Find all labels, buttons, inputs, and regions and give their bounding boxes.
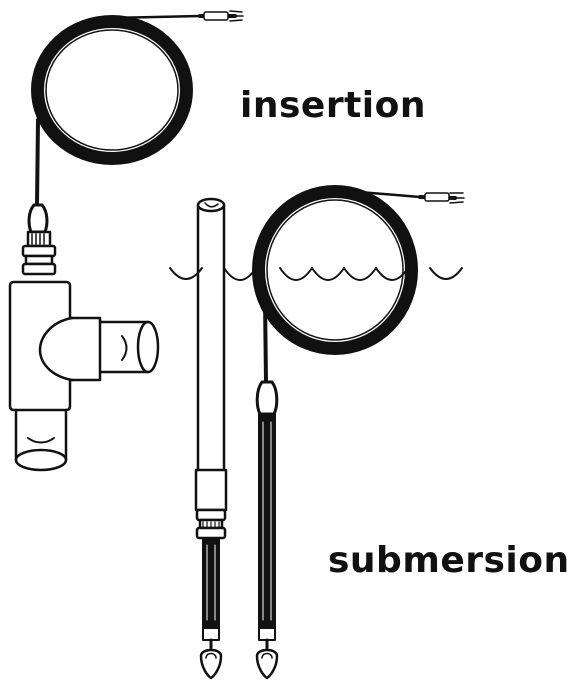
insertion-cable-drop (35, 118, 40, 207)
insertion-label: insertion (240, 85, 426, 126)
submersion-cable-lead (333, 188, 465, 204)
water-surface (169, 267, 463, 281)
insertion-cable-coil (31, 15, 193, 165)
submersion-label: submersion (328, 540, 567, 581)
insertion-cable-lead (110, 10, 244, 22)
insertion-tee-fitting (8, 280, 160, 472)
submersion-cable-sensor (252, 185, 465, 680)
submersion-pole-sensor (194, 197, 228, 680)
insertion-gland-fitting (21, 230, 57, 276)
submersion-cable-coil (252, 185, 418, 355)
insertion-sensor (8, 10, 244, 472)
insertion-strain-relief (27, 203, 49, 234)
